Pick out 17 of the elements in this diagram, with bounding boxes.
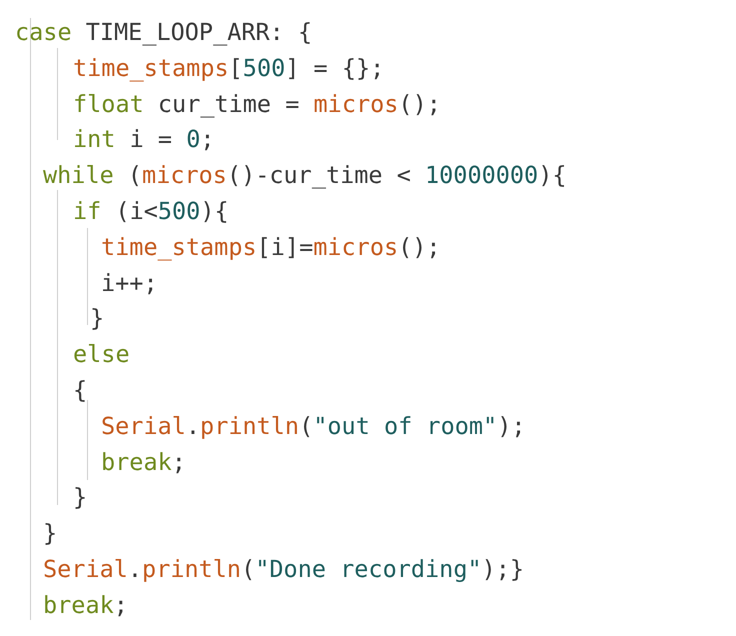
code-line: break; [101, 446, 186, 477]
code-line: break; [43, 590, 128, 620]
code-line: if (i<500){ [73, 196, 229, 226]
code-line: while (micros()-cur_time < 10000000){ [43, 160, 566, 190]
code-line: { [73, 375, 88, 405]
code-line: i++; [101, 268, 158, 298]
code-line: case TIME_LOOP_ARR: { [15, 17, 312, 47]
code-line: } [73, 482, 88, 512]
code-line: int i = 0; [73, 124, 215, 154]
code-line: else [73, 339, 130, 370]
code-line: time_stamps[i]=micros(); [101, 232, 441, 262]
code-line: } [90, 303, 104, 334]
code-line: Serial.println("out of room"); [101, 410, 526, 441]
code-line: } [43, 518, 58, 548]
code-line: time_stamps[500] = {}; [73, 52, 384, 83]
code-line: float cur_time = micros(); [73, 88, 441, 119]
code-line: Serial.println("Done recording");} [43, 554, 524, 584]
